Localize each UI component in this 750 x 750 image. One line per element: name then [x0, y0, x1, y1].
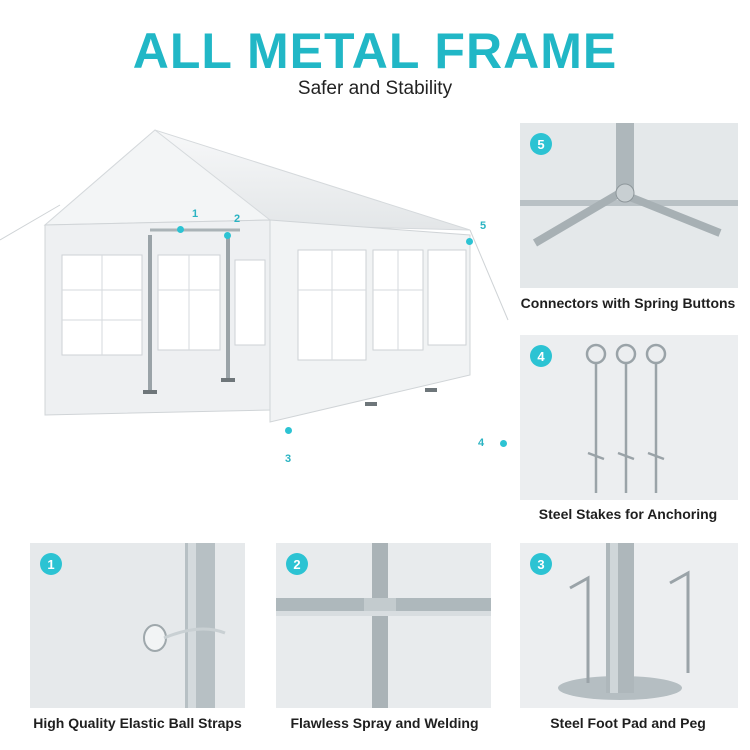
callout-dot-3	[285, 427, 292, 434]
callout-label-2: 2	[234, 213, 241, 225]
callout-label-4: 4	[478, 437, 485, 449]
callout-dot-2	[224, 232, 231, 239]
callout-dot-4	[500, 440, 507, 447]
badge-5: 5	[530, 133, 552, 155]
caption-connectors: Connectors with Spring Buttons	[520, 295, 736, 311]
tent-image	[0, 110, 515, 470]
feature-panel-stakes: 4	[520, 335, 738, 500]
caption-stakes: Steel Stakes for Anchoring	[538, 506, 718, 522]
badge-4: 4	[530, 345, 552, 367]
badge-2: 2	[286, 553, 308, 575]
caption-welding: Flawless Spray and Welding	[290, 715, 479, 731]
callout-label-1: 1	[192, 208, 199, 220]
caption-straps: High Quality Elastic Ball Straps	[33, 715, 242, 731]
callout-label-3: 3	[285, 453, 292, 465]
badge-1: 1	[40, 553, 62, 575]
callout-dot-5	[466, 238, 473, 245]
callout-dot-1	[177, 226, 184, 233]
feature-panel-welding: 2	[276, 543, 491, 708]
caption-footpad: Steel Foot Pad and Peg	[550, 715, 706, 731]
feature-panel-connectors: 5	[520, 123, 738, 288]
feature-panel-straps: 1	[30, 543, 245, 708]
feature-panel-footpad: 3	[520, 543, 738, 708]
headline: ALL METAL FRAME	[132, 23, 618, 79]
subheadline: Safer and Stability	[297, 78, 453, 99]
callout-label-5: 5	[480, 220, 487, 232]
badge-3: 3	[530, 553, 552, 575]
